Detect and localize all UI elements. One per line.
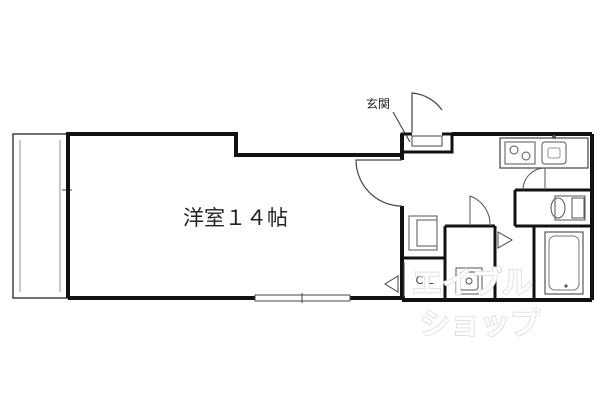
room-label: 洋室１４帖 (183, 206, 288, 230)
washroom-door (469, 195, 491, 227)
direction-markers (384, 231, 514, 293)
entrance-area (392, 92, 454, 154)
balcony (12, 133, 72, 299)
kitchen-counter (499, 135, 589, 169)
entrance-label: 玄関 (366, 96, 390, 111)
watermark-line1: エイブル (412, 266, 532, 301)
bottom-window (254, 293, 351, 303)
washroom-basin (455, 267, 483, 295)
closet-label: ＣＬ (414, 274, 436, 287)
toilet (550, 195, 586, 221)
main-room-door (355, 159, 404, 207)
bathtub (544, 231, 584, 295)
toilet-door (522, 167, 546, 191)
fridge-space (408, 215, 438, 251)
watermark-line2: ショップ (420, 307, 541, 342)
service-block-walls (402, 132, 594, 302)
watermark: エイブル ショップ (411, 265, 542, 343)
